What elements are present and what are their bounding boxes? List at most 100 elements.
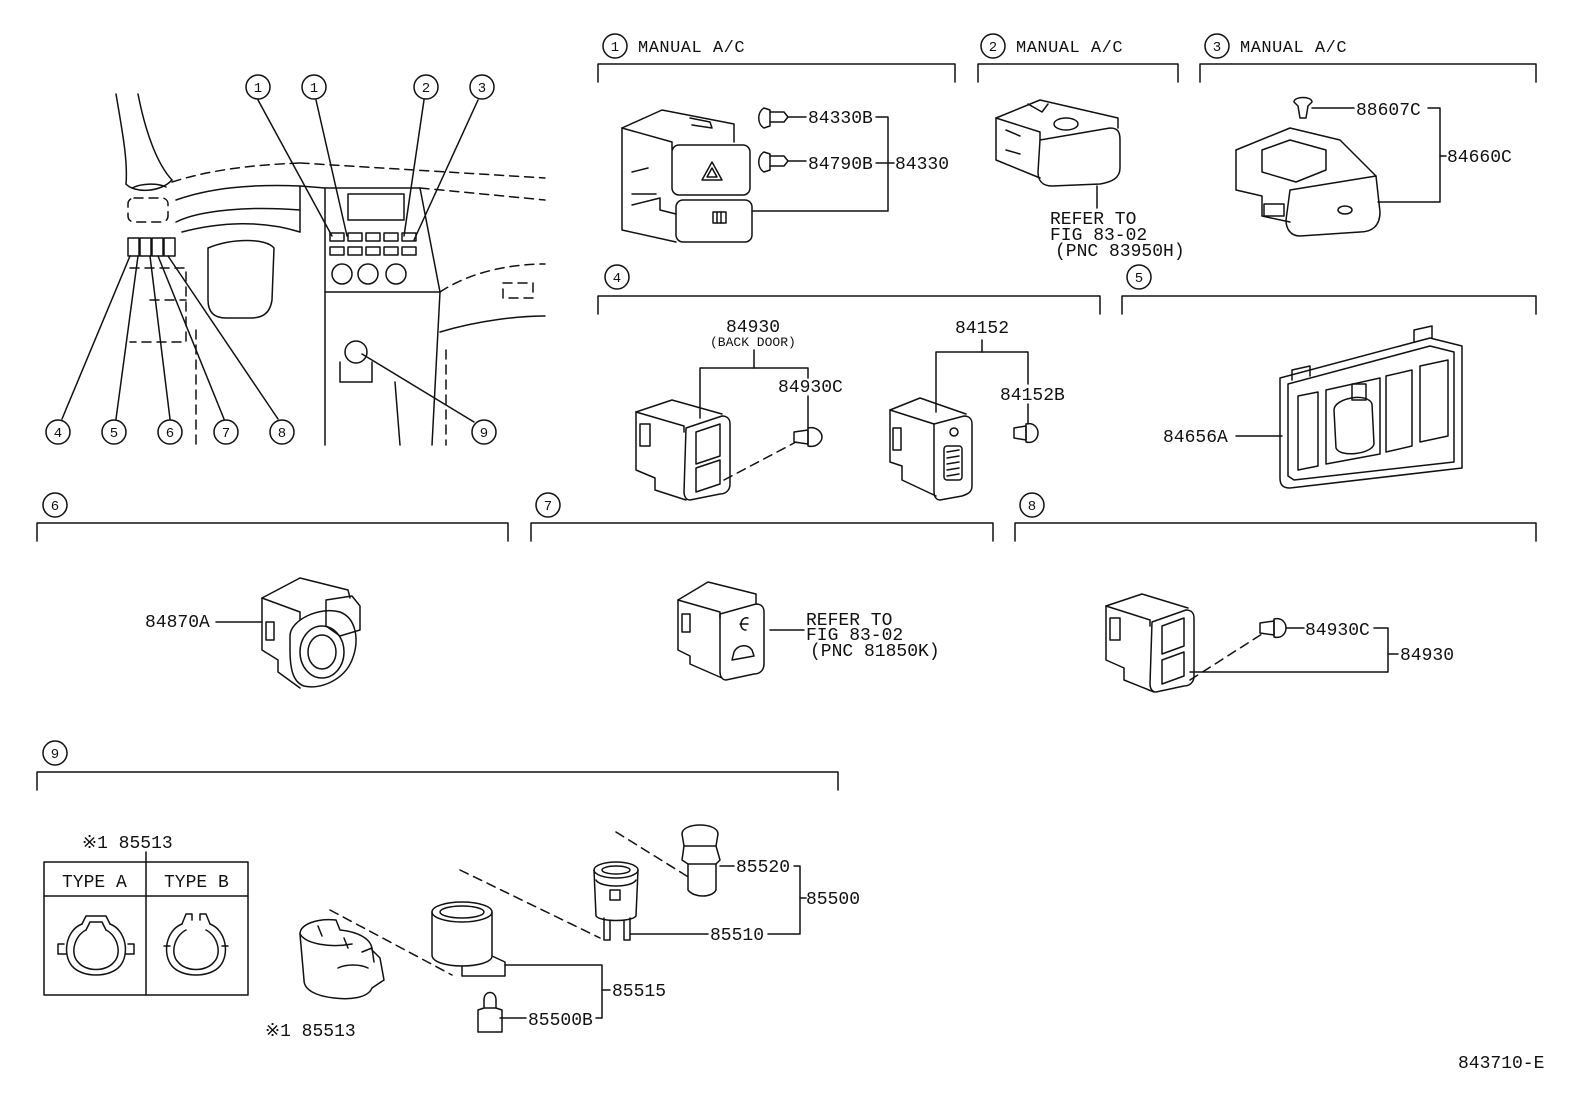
switch-bezel-84656A — [1279, 325, 1463, 489]
section-8: 8 84930C 84930 — [1014, 492, 1537, 693]
section-bracket — [36, 522, 509, 542]
callout-7: 7 — [213, 419, 239, 445]
callout-number: 5 — [110, 426, 118, 442]
callout-2: 2 — [413, 74, 439, 100]
part-label: ※1 85513 — [265, 1022, 356, 1042]
dashboard-overview — [115, 93, 546, 446]
part-label: 85515 — [612, 982, 666, 1002]
callout-8: 8 — [269, 419, 295, 445]
callout-number: 9 — [480, 426, 488, 442]
clip-84152B — [1013, 422, 1039, 444]
section-title: MANUAL A/C — [1016, 39, 1123, 58]
section-9: 9 ※1 85513 TYPE A TYPE B — [36, 740, 860, 1042]
part-label: 85510 — [710, 926, 764, 946]
callout-6: 6 — [157, 419, 183, 445]
clip-88607C — [1293, 96, 1313, 119]
callout-number: 8 — [278, 426, 286, 442]
part-label: 84790B — [808, 155, 873, 175]
ring-85515 — [431, 901, 506, 977]
callout-9: 9 — [471, 419, 497, 445]
section-bracket — [1014, 522, 1537, 542]
socket-85510 — [593, 861, 639, 941]
section-bracket — [977, 63, 1179, 83]
section-bracket — [36, 771, 839, 791]
overview-leader-lines — [61, 99, 479, 423]
section-title: MANUAL A/C — [638, 39, 745, 58]
section-number: 6 — [51, 499, 59, 515]
switch-part-7 — [677, 581, 765, 681]
section-1: 1 MANUAL A/C — [597, 33, 956, 243]
plug-85520 — [681, 824, 721, 897]
hazard-defogger-switch — [621, 109, 753, 243]
section-5: 5 84656A — [1121, 264, 1537, 489]
part-note: (BACK DOOR) — [710, 335, 796, 350]
section-number: 8 — [1028, 499, 1036, 515]
section-bracket — [1121, 295, 1537, 315]
part-label: 84152B — [1000, 386, 1065, 406]
section-bracket — [597, 295, 1101, 315]
section-3: 3 MANUAL A/C 88607C 84660C — [1199, 33, 1537, 237]
table-header-type-a: TYPE A — [62, 873, 127, 893]
callout-number: 3 — [478, 81, 486, 97]
part-label: 84330B — [808, 109, 873, 129]
section-2: 2 MANUAL A/C REFER TO FIG 83-02 (PNC 839… — [977, 33, 1185, 262]
section-3-leaders — [1311, 107, 1447, 203]
section-number: 9 — [51, 747, 59, 763]
part-label: 85520 — [736, 858, 790, 878]
reference-text: FIG 83-02 — [1050, 226, 1147, 246]
back-door-switch — [635, 399, 797, 501]
socket-ring-type-a — [57, 915, 135, 976]
callout-4: 4 — [45, 419, 71, 445]
section-4: 4 — [597, 264, 1101, 501]
callout-number: 2 — [422, 81, 430, 97]
reference-text: (PNC 83950H) — [1055, 242, 1185, 262]
callout-number: 4 — [54, 426, 62, 442]
assembly-dashed-line — [329, 831, 691, 976]
callout-3: 3 — [469, 74, 495, 100]
callout-number: 1 — [310, 81, 318, 97]
switch-84930 — [1105, 593, 1263, 693]
callout-1b: 1 — [301, 74, 327, 100]
mirror-switch-84870A — [261, 577, 361, 689]
section-title: MANUAL A/C — [1240, 39, 1347, 58]
section-number: 3 — [1213, 40, 1221, 56]
part-label: 84930 — [1400, 646, 1454, 666]
section-number: 1 — [611, 40, 619, 56]
socket-85513 — [299, 918, 385, 1000]
section-8-leaders — [1189, 627, 1399, 673]
part-label: 84930C — [778, 378, 843, 398]
section-number: 7 — [544, 499, 552, 515]
part-label: 84870A — [145, 613, 210, 633]
section-bracket — [597, 63, 956, 83]
section-4-leaders — [699, 339, 1029, 429]
part-label: 84330 — [895, 155, 949, 175]
reference-text: FIG 83-02 — [806, 626, 903, 646]
part-label: 84930C — [1305, 621, 1370, 641]
callout-1a: 1 — [245, 74, 271, 100]
part-label: 88607C — [1356, 101, 1421, 121]
reference-text: REFER TO — [806, 611, 892, 631]
clip-84930C — [1259, 617, 1287, 639]
callout-number: 7 — [222, 426, 230, 442]
section-bracket — [530, 522, 994, 542]
callout-5: 5 — [101, 419, 127, 445]
section-6: 6 84870A — [36, 492, 509, 689]
part-label: 84152 — [955, 319, 1009, 339]
section-number: 5 — [1135, 271, 1143, 287]
callout-number: 1 — [254, 81, 262, 97]
section-7: 7 REFER TO FIG 83-02 (PNC 81850K) — [530, 492, 994, 681]
clip-84790B — [758, 151, 789, 173]
socket-ring-type-b — [163, 913, 229, 976]
part-label: 85500B — [528, 1011, 593, 1031]
part-label: 84660C — [1447, 148, 1512, 168]
overview-callouts: 1 1 2 3 4 5 6 7 8 9 — [45, 74, 497, 445]
ac-switch-part — [995, 99, 1121, 209]
clip-84930C — [793, 426, 823, 448]
table-header-type-b: TYPE B — [164, 873, 229, 893]
reference-text: REFER TO — [1050, 210, 1136, 230]
bulb-85500B — [477, 991, 503, 1033]
section-bracket — [1199, 63, 1537, 83]
section-1-leaders — [751, 116, 895, 212]
part-label: 84656A — [1163, 428, 1228, 448]
